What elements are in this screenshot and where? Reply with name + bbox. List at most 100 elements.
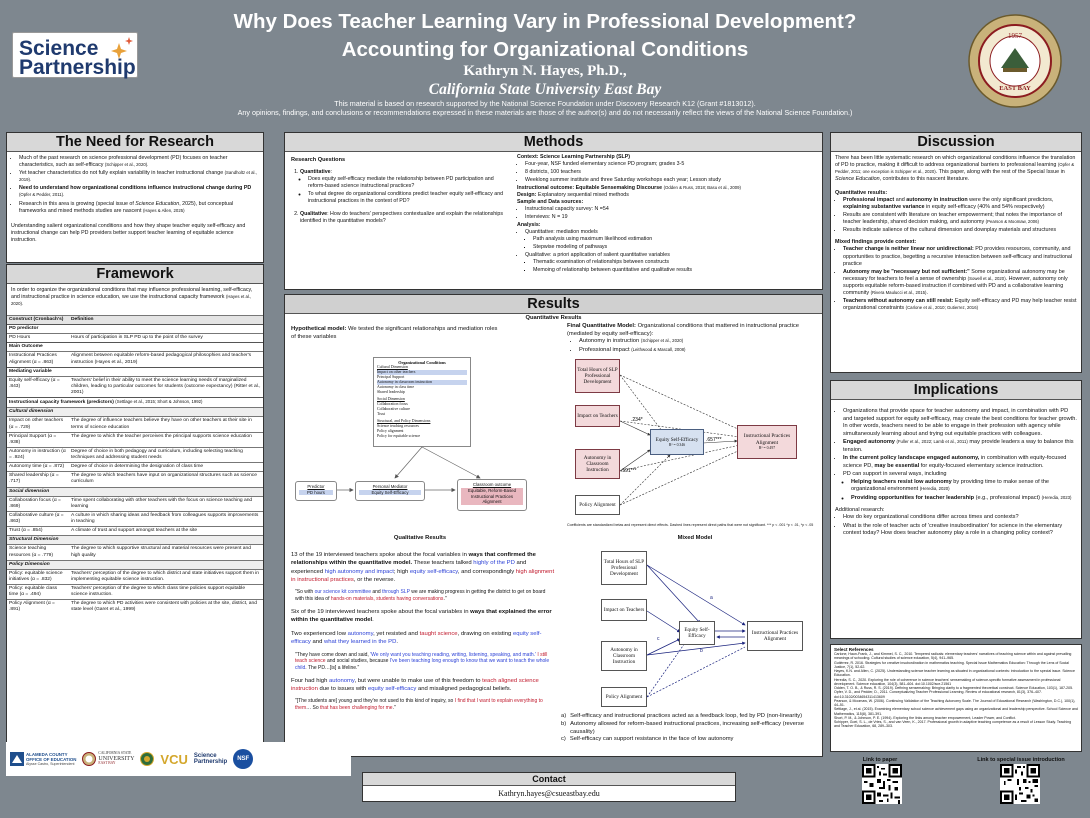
author-name: Kathryn N. Hayes, Ph.D., xyxy=(463,63,627,79)
qual-paragraph-2: Six of the 19 interviewed teachers spoke… xyxy=(291,608,552,623)
hypothetical-model-arrows xyxy=(336,446,481,493)
analysis-1: Quantitative: mediation models Path anal… xyxy=(525,229,817,251)
table-section: Instructional capacity framework (predic… xyxy=(7,397,263,408)
funding-line1: This material is based on research suppo… xyxy=(334,99,756,108)
mixed-label-b: b xyxy=(700,648,703,654)
table-row: Impact on other teachers (α = .729)The d… xyxy=(7,416,263,433)
implications-panel: Implications Organizations that provide … xyxy=(830,380,1082,639)
qm-policy: Policy Alignment xyxy=(575,495,620,515)
qual-results-heading: Qualitative Results xyxy=(393,535,447,541)
methods-heading: Methods xyxy=(285,133,822,152)
table-row: Policy: equitable science initiatives (α… xyxy=(7,568,263,585)
qual-paragraph-3: Two experienced low autonomy, yet resist… xyxy=(291,631,542,646)
qr-paper-label: Link to paper xyxy=(862,757,898,763)
need-paragraph: Understanding salient organizational con… xyxy=(11,222,246,243)
reference-item: Settlage, J., et al. (2015). Examining e… xyxy=(834,707,1078,716)
coef-note: Coefficients are standardized betas and … xyxy=(567,523,814,527)
additional-research-1: How do key organizational conditions dif… xyxy=(843,514,1077,522)
analysis-2b: Memoing of relationship between quantita… xyxy=(533,267,817,274)
institution-name: California State University East Bay xyxy=(428,81,662,98)
qr-code-icon xyxy=(1000,764,1040,804)
table-section: Main Outcome xyxy=(7,342,263,352)
analysis-2: Qualitative: a priori application of sal… xyxy=(525,252,817,274)
mixed-findings-label: Mixed findings provide context: xyxy=(835,239,917,246)
oc-item: Policy alignment xyxy=(377,429,404,434)
analysis-1a: Path analysis using maximum likelihood e… xyxy=(533,236,817,243)
table-row: Principal Support (α = .938)The degree t… xyxy=(7,431,263,448)
outcome-line: Instructional outcome: Equitable Sensema… xyxy=(517,184,741,191)
acoe-icon xyxy=(10,752,24,766)
seal-year: 1957 xyxy=(1008,32,1023,40)
mixed-findings-list: a)Self-efficacy and instructional practi… xyxy=(561,713,817,744)
poster-title-line1: Why Does Teacher Learning Vary in Profes… xyxy=(233,10,857,33)
table-row: Trust (α = .854)A climate of trust and s… xyxy=(7,526,263,536)
coef-self-efficacy: .657*** xyxy=(706,437,722,443)
framework-table: Construct (Cronbach's) Definition PD pre… xyxy=(7,314,263,615)
reference-item: Hayes, K.N. and Allen, C. (2025). Unders… xyxy=(834,669,1075,678)
discussion-heading: Discussion xyxy=(831,133,1081,152)
logo-graphic: Science Partnership xyxy=(19,37,136,79)
logo-text-science: Science xyxy=(19,37,98,60)
mixed-finding-c: c)Self-efficacy can support resistance i… xyxy=(561,736,734,743)
table-subsection: Social dimension xyxy=(7,486,263,497)
design-line: Design: Explanatory sequential mixed met… xyxy=(517,191,629,198)
vcu-logo: VCU xyxy=(160,751,188,767)
rq-qualitative: Qualitative: How do teachers' perspectiv… xyxy=(300,211,511,225)
framework-table-header: Construct (Cronbach's) Definition xyxy=(7,314,263,325)
oc-item: Autonomy in classroom instruction xyxy=(377,380,467,386)
qr-issue-label: Link to special issue introduction xyxy=(977,757,1065,763)
need-bullet-3: Need to understand how organizational co… xyxy=(19,185,259,199)
context-label: Context: Science Learning Partnership (S… xyxy=(517,154,631,160)
qr-issue-code[interactable] xyxy=(1000,764,1040,804)
reference-item: Odden, T. O. B., & Russ, R. S. (2019). D… xyxy=(834,686,1074,690)
references-panel: Select References Carlone, Haun-Frank, J… xyxy=(830,644,1082,752)
mm-total-hours: Total Hours of SLP Professional Developm… xyxy=(601,551,647,585)
framework-intro: In order to organize the organizational … xyxy=(11,287,253,306)
table-row: Shared leadership (α = .717)The degree t… xyxy=(7,471,263,488)
discussion-mixed-3: Teachers without autonomy can still resi… xyxy=(843,298,1077,312)
reference-item: Gutiérrez, R. 2016. Strategies for creat… xyxy=(834,660,1069,669)
qm-autonomy: Autonomy in Classroom Instruction xyxy=(575,449,620,479)
oc-item: Principal Support xyxy=(377,375,405,380)
coef-impact: .234* xyxy=(631,417,643,423)
framework-heading: Framework xyxy=(7,265,263,284)
mixed-finding-b: b)Autonomy allowed for reform-based inst… xyxy=(561,720,804,735)
sample-label: Sample and Data sources: xyxy=(517,198,584,205)
contact-panel: Contact Kathryn.hayes@csueastbay.edu xyxy=(362,772,736,802)
methods-panel: Methods Research Questions Quantitative:… xyxy=(284,132,823,290)
funding-line2: Any opinions, findings, and conclusions … xyxy=(237,108,853,117)
discussion-panel: Discussion There has been little systema… xyxy=(830,132,1082,373)
sample-1: Instructional capacity survey: N =54 xyxy=(525,206,817,213)
outcome-box: Classroom outcome Equitable, Reform-Base… xyxy=(457,479,527,511)
mixed-model-diagram: a b c xyxy=(646,564,746,698)
science-partnership-logo: Science Partnership xyxy=(12,32,138,79)
oc-social-heading: Social Dimension xyxy=(377,397,405,402)
quote-2: "They have come down and said, 'We only … xyxy=(291,650,558,673)
contact-email[interactable]: Kathryn.hayes@csueastbay.edu xyxy=(498,789,600,798)
results-panel: Results Quantitative Results Hypothetica… xyxy=(284,294,823,757)
oc-item: Trust xyxy=(377,412,386,417)
qr-paper-code[interactable] xyxy=(862,764,902,804)
implication-4a: Helping teachers resist low autonomy by … xyxy=(851,479,1077,494)
mixed-model-heading: Mixed Model xyxy=(677,535,713,541)
quote-1: "So with our science kit committee and t… xyxy=(291,588,558,604)
additional-research-2: What is the role of teacher acts of 'cre… xyxy=(843,523,1077,538)
org-conditions-box: Organizational Conditions Cultural Dimen… xyxy=(373,357,471,447)
need-bullet-1: Much of the past research on science pro… xyxy=(19,155,259,169)
qm-total-hours: Total Hours of SLP Professional Developm… xyxy=(575,359,620,393)
table-row: Collaboration focus (α = .869)Time spent… xyxy=(7,495,263,512)
table-row: Science teaching resources (α = .779)The… xyxy=(7,544,263,561)
org-conditions-title: Organizational Conditions xyxy=(398,360,446,365)
sparkle-icon xyxy=(111,37,133,59)
oc-structural-heading: Structural, and Policy Dimensions xyxy=(377,419,431,424)
oc-item: Collaborative culture xyxy=(377,407,410,412)
need-for-research-panel: The Need for Research Much of the past r… xyxy=(6,132,264,263)
table-row: Instructional Practices Alignment (α = .… xyxy=(7,351,263,368)
coef-autonomy: .591*** xyxy=(621,468,637,474)
mm-impact: Impact on Teachers xyxy=(601,599,647,621)
